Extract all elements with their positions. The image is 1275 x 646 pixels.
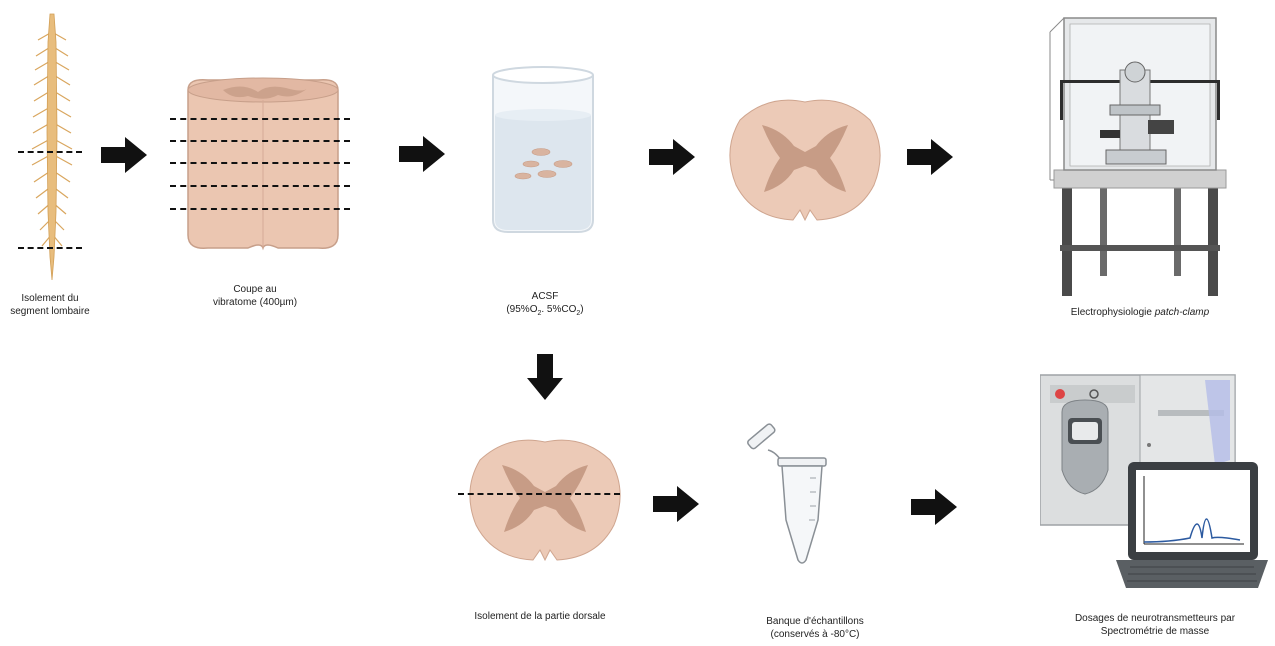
vibratome-block-illustration — [168, 60, 358, 260]
arrow-right-icon — [907, 139, 953, 175]
arrow-down-icon — [527, 354, 563, 400]
arrow-right-icon — [101, 137, 147, 173]
spinal-cord-illustration — [12, 12, 92, 282]
arrow-right-icon — [649, 139, 695, 175]
acsf-beaker-illustration — [483, 60, 603, 240]
caption-bank: Banque d'échantillons (conservés à -80°C… — [740, 615, 890, 641]
slice-line-5 — [170, 208, 350, 210]
spinal-slice-illustration — [722, 90, 888, 230]
caption-patch-clamp: Electrophysiologie patch-clamp — [1020, 306, 1260, 319]
mass-spectrometer-illustration — [1040, 370, 1270, 600]
sample-tube-illustration — [742, 420, 832, 570]
caption-mass-spec: Dosages de neurotransmetteurs par Spectr… — [1040, 612, 1270, 638]
dorsal-cut-line — [458, 493, 620, 495]
arrow-right-icon — [399, 136, 445, 172]
caption-vibratome: Coupe au vibratome (400µm) — [200, 283, 310, 309]
arrow-right-icon — [911, 489, 957, 525]
cut-line-upper — [18, 151, 82, 153]
patch-clamp-rig-illustration — [1040, 10, 1240, 300]
slice-line-2 — [170, 140, 350, 142]
slice-line-3 — [170, 162, 350, 164]
slice-line-1 — [170, 118, 350, 120]
dorsal-slice-illustration — [462, 430, 628, 570]
arrow-right-icon — [653, 486, 699, 522]
caption-dorsal: Isolement de la partie dorsale — [440, 610, 640, 623]
cut-line-lower — [18, 247, 82, 249]
slice-line-4 — [170, 185, 350, 187]
caption-acsf: ACSF (95%O2. 5%CO2) — [480, 290, 610, 320]
caption-spinal-cord: Isolement du segment lombaire — [0, 292, 100, 318]
